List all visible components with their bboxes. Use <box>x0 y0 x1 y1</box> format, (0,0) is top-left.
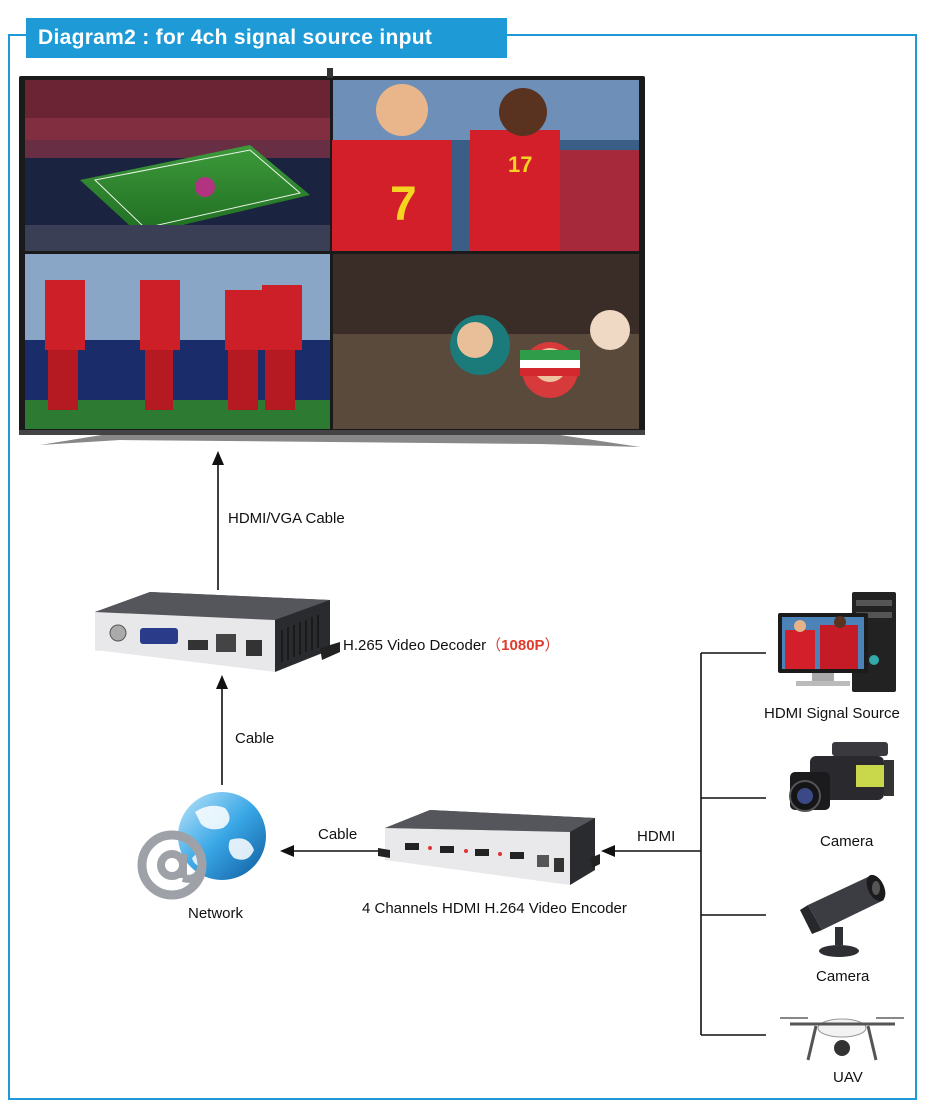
tv-quadrant-fans <box>333 254 639 429</box>
source-label-camcorder: Camera <box>820 833 874 850</box>
camcorder-icon <box>789 742 894 812</box>
label-hdmi: HDMI <box>637 828 676 845</box>
connector-encoder-network <box>280 845 378 857</box>
tv-quadrant-team <box>25 254 330 429</box>
connector-sources-encoder <box>601 652 766 1036</box>
svg-text:7: 7 <box>390 178 417 231</box>
decoder-paren-close: ） <box>544 637 560 654</box>
label-cable-up: Cable <box>235 730 275 747</box>
cctv-camera-icon <box>800 874 886 957</box>
label-cable-left: Cable <box>318 826 358 843</box>
drone-icon <box>780 1017 904 1061</box>
label-encoder: 4 Channels HDMI H.264 Video Encoder <box>362 900 627 917</box>
encoder-device <box>378 810 600 885</box>
source-label-hdmi-signal: HDMI Signal Source <box>764 705 900 722</box>
tv-quadrant-players-celebrating: 7 17 <box>332 80 639 251</box>
decoder-resolution: 1080P <box>501 637 545 654</box>
label-decoder: H.265 Video Decoder（1080P） <box>343 634 560 655</box>
pc-monitor-icon <box>778 592 896 692</box>
decoder-paren-open: （ <box>486 637 502 654</box>
diagram-title: Diagram2 : for 4ch signal source input <box>26 18 507 58</box>
decoder-device <box>95 592 340 672</box>
tv-quadrant-stadium <box>25 80 330 251</box>
connector-tv-decoder <box>212 451 224 590</box>
tv-display: 7 17 <box>19 68 645 447</box>
connector-decoder-network <box>216 675 228 785</box>
decoder-name: H.265 Video Decoder <box>343 637 487 654</box>
label-hdmi-vga-cable: HDMI/VGA Cable <box>228 510 345 527</box>
source-label-cctv-camera: Camera <box>816 968 870 985</box>
network-globe-icon <box>137 792 266 900</box>
source-label-uav: UAV <box>833 1069 863 1086</box>
label-network: Network <box>188 905 244 922</box>
svg-text:17: 17 <box>508 152 532 177</box>
